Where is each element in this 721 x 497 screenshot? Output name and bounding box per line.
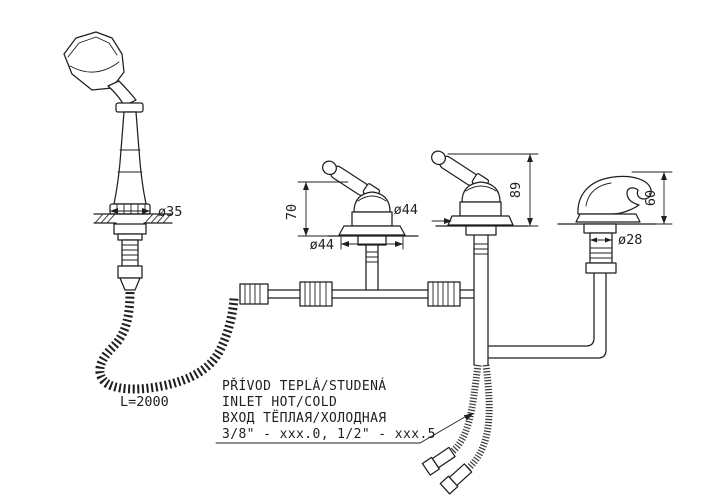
dim-valve2-flange: ø44	[394, 202, 452, 224]
shower-neck	[107, 80, 137, 107]
hand-shower	[63, 31, 173, 291]
dim-spout-height-label: 60	[643, 190, 659, 206]
valve-left-locknut	[357, 235, 387, 246]
valve-right	[431, 150, 529, 366]
spout	[557, 175, 657, 274]
hose-coupling-b	[299, 281, 333, 307]
shower-hose: L=2000	[95, 281, 333, 410]
spout-body	[577, 175, 652, 215]
valve-left	[322, 160, 419, 291]
shower-threaded-stem	[121, 239, 139, 267]
inlet-hoses	[421, 364, 493, 495]
valve-left-flange	[338, 225, 406, 236]
valve-right-body	[459, 201, 502, 217]
piping	[331, 272, 607, 359]
valve-right-dome	[461, 181, 501, 203]
spout-nut	[585, 262, 617, 274]
inlet-hose-1	[445, 364, 482, 458]
note-line-1: PŘÍVOD TEPLÁ/STUDENÁ	[222, 378, 387, 394]
valve-right-locknut	[465, 225, 497, 236]
spout-body-line	[585, 182, 612, 207]
inlet-note: PŘÍVOD TEPLÁ/STUDENÁ INLET HOT/COLD ВХОД…	[215, 378, 474, 444]
dim-shower-flange-label: ø35	[158, 204, 182, 220]
dim-valve2-height-label: 89	[508, 182, 524, 198]
inlet-hose-2	[461, 364, 493, 475]
spout-flange	[575, 213, 641, 223]
dim-shower-flange: ø35	[109, 204, 182, 220]
shower-head	[63, 31, 125, 91]
valve-left-dome-line	[357, 195, 387, 202]
note-line-2: INLET HOT/COLD	[222, 395, 337, 410]
dim-valve1-flange: ø44	[310, 236, 404, 253]
inlet-fitting-2	[439, 463, 473, 495]
hose-coupling-a	[239, 283, 269, 305]
valve-right-flange	[447, 215, 514, 226]
valve-right-dome-line	[465, 185, 497, 192]
corrugated-hose	[95, 291, 239, 394]
dim-valve1-height: 70	[284, 181, 349, 237]
note-line-3: ВХОД ТЁПЛАЯ/ХОЛОДНАЯ	[222, 410, 387, 426]
dim-valve1-height-label: 70	[284, 204, 300, 220]
dim-spout-height: 60	[631, 171, 673, 225]
pipe-coupling-c	[427, 281, 461, 307]
note-line-4: 3/8" - xxx.0, 1/2" - xxx.5	[222, 427, 436, 442]
dim-valve2-flange-label: ø44	[394, 202, 418, 218]
shower-locknut	[113, 223, 147, 235]
inlet-fitting-1	[421, 446, 456, 476]
shower-handle	[113, 111, 147, 205]
valve-left-dome	[353, 191, 391, 213]
shower-washer	[117, 233, 143, 241]
shower-hose-cone	[119, 277, 141, 291]
dimensions: ø35 70 ø44 ø44	[109, 153, 673, 253]
dim-spout-stem-label: ø28	[618, 232, 642, 248]
spout-threaded-stem	[589, 232, 613, 264]
hose-length-label: L=2000	[120, 394, 169, 410]
note-leader-arrowhead	[463, 413, 474, 421]
note-leader-line	[215, 413, 471, 444]
mounting-deck	[93, 213, 173, 224]
pipe-run2-outer	[488, 272, 595, 347]
spout-locknut	[583, 223, 617, 234]
dim-spout-stem: ø28	[589, 232, 642, 248]
dim-valve1-flange-label: ø44	[310, 237, 334, 253]
shower-hose-nut	[117, 265, 143, 279]
shower-collar	[115, 102, 144, 113]
pipe-run2-inner	[488, 272, 607, 359]
valve-left-body	[351, 211, 393, 227]
shower-head-face-line	[67, 36, 118, 58]
shower-head-facet	[69, 61, 120, 73]
dim-valve2-height: 89	[447, 153, 539, 227]
